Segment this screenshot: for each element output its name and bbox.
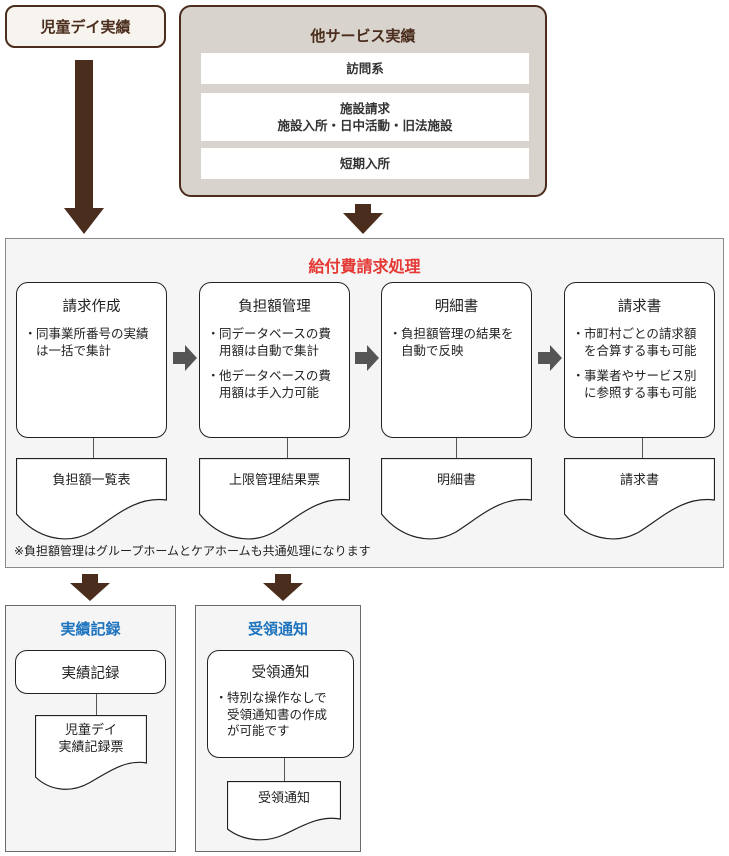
step-bullet: ・他データベースの費用額は手入力可能: [207, 368, 331, 400]
row-line: 施設入所・日中活動・旧法施設: [277, 118, 453, 133]
step-statement: 明細書 ・負担額管理の結果を自動で反映: [381, 282, 532, 438]
step-invoice: 請求書 ・市町村ごとの請求額を合算する事も可能 ・事業者やサービス別に参照する事…: [564, 282, 715, 438]
step-bullet: ・同データベースの費用額は自動で集計: [207, 326, 331, 358]
step-title: 負担額管理: [238, 299, 311, 315]
connector-line: [456, 438, 457, 459]
benefit-billing-title: 給付費請求処理: [308, 257, 421, 276]
source-jido-day-label: 児童デイ実績: [40, 18, 131, 36]
wavy-document-icon: [227, 781, 341, 841]
step-billing-create: 請求作成 ・同事業所番号の実績は一括で集計: [16, 282, 167, 438]
wavy-document-icon: [381, 458, 532, 540]
doc-label: 請求書: [619, 473, 659, 488]
brown-down-arrow-icon: [343, 204, 383, 234]
step-title: 請求書: [617, 299, 662, 315]
step-bullet: ・事業者やサービス別に参照する事も可能: [572, 368, 697, 400]
step-title: 受領通知: [251, 665, 310, 681]
step-bullet: ・特別な操作なしで受領通知書の作成が可能です: [215, 690, 328, 738]
brown-down-arrow-icon: [70, 574, 110, 601]
doc-receipt-notice: 受領通知: [227, 781, 341, 845]
performance-record-panel: 実績記録 実績記録 児童デイ実績記録票: [5, 605, 176, 852]
other-service-row-shortstay: 短期入所: [201, 148, 529, 179]
connector-line: [93, 438, 94, 459]
other-service-row-facility: 施設請求 施設入所・日中活動・旧法施設: [201, 93, 529, 141]
receipt-notice-title: 受領通知: [247, 620, 308, 638]
footnote: ※負担額管理はグループホームとケアホームも共通処理になります: [14, 544, 371, 558]
step-performance-record: 実績記録: [15, 650, 166, 694]
doc-jido-day-record: 児童デイ実績記録票: [35, 715, 147, 797]
connector-line: [96, 694, 97, 716]
wavy-document-icon: [199, 458, 350, 540]
step-receipt-notice: 受領通知 ・特別な操作なしで受領通知書の作成が可能です: [207, 650, 354, 758]
gray-right-arrow-icon: [538, 345, 562, 371]
doc-burden-list: 負担額一覧表: [16, 458, 167, 542]
doc-statement: 明細書: [381, 458, 532, 542]
brown-down-arrow-icon: [64, 60, 104, 234]
doc-label: 受領通知: [257, 791, 310, 806]
other-services-title: 他サービス実績: [310, 27, 416, 45]
connector-line: [287, 438, 288, 459]
doc-label: 上限管理結果票: [228, 473, 320, 488]
performance-record-title: 実績記録: [60, 620, 121, 638]
step-bullet: ・同事業所番号の実績は一括で集計: [24, 326, 149, 358]
doc-label: 明細書: [436, 473, 476, 488]
step-title: 明細書: [434, 299, 479, 315]
gray-right-arrow-icon: [173, 345, 197, 371]
other-services-box: 他サービス実績 訪問系 施設請求 施設入所・日中活動・旧法施設 短期入所: [179, 5, 547, 197]
source-jido-day: 児童デイ実績: [5, 5, 166, 48]
receipt-notice-panel: 受領通知 受領通知 ・特別な操作なしで受領通知書の作成が可能です 受領通知: [195, 605, 361, 852]
wavy-document-icon: [16, 458, 167, 540]
wavy-document-icon: [564, 458, 715, 540]
benefit-billing-panel: 給付費請求処理 請求作成 ・同事業所番号の実績は一括で集計 負担額管理 ・同デー…: [5, 238, 724, 568]
step-bullet: ・負担額管理の結果を自動で反映: [389, 326, 514, 358]
doc-label: 負担額一覧表: [52, 473, 131, 488]
doc-cap-management-result: 上限管理結果票: [199, 458, 350, 542]
row-line: 訪問系: [346, 60, 384, 76]
step-burden-management: 負担額管理 ・同データベースの費用額は自動で集計 ・他データベースの費用額は手入…: [199, 282, 350, 438]
step-bullet: ・市町村ごとの請求額を合算する事も可能: [572, 326, 697, 358]
connector-line: [284, 758, 285, 782]
doc-label: 児童デイ実績記録票: [58, 723, 124, 755]
row-line: 短期入所: [339, 155, 390, 171]
gray-right-arrow-icon: [355, 345, 379, 371]
step-title: 請求作成: [62, 299, 121, 315]
connector-line: [642, 438, 643, 459]
step-title: 実績記録: [61, 665, 120, 682]
brown-down-arrow-icon: [263, 574, 303, 601]
row-line: 施設請求: [339, 100, 390, 116]
wavy-document-icon: [35, 715, 147, 790]
other-service-row-visit: 訪問系: [201, 53, 529, 84]
doc-invoice: 請求書: [564, 458, 715, 542]
